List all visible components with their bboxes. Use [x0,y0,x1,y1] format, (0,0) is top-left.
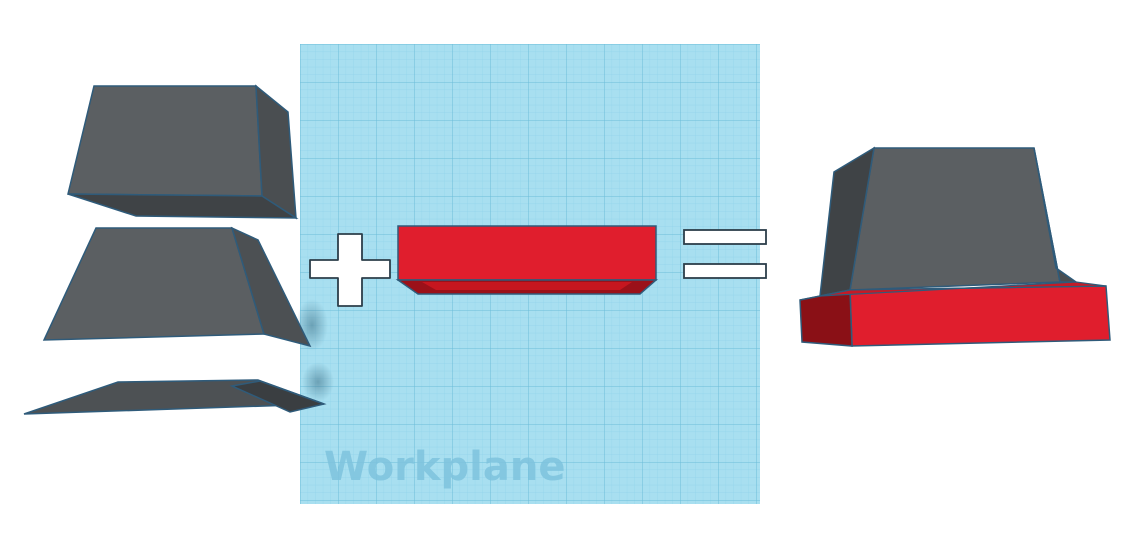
gray-wedge-shape[interactable] [23,379,327,415]
gray-wedge-side-face [229,380,327,413]
combined-result-shape[interactable] [799,146,1111,347]
gray-box-front-face [67,85,263,197]
equals-bottom-bar [683,263,767,279]
workplane-label: Workplane [324,444,565,490]
red-box-inner-face [422,282,632,290]
result-gray-front-face [849,147,1061,291]
gray-trapezoid-side-face [230,226,312,348]
gray-trapezoid-front-face [42,227,266,341]
result-red-front-face [849,285,1111,347]
gray-box-bottom-face [67,193,299,219]
gray-box-shape[interactable] [67,84,299,220]
plus-icon [309,233,391,307]
shape-shadow [302,362,334,402]
red-box-shape[interactable] [395,225,658,295]
equals-icon [683,229,767,279]
gray-trapezoid-shape[interactable] [42,226,312,348]
red-box-front-face [397,225,657,281]
equals-top-bar [683,229,767,245]
result-red-top-edge [799,281,1107,301]
